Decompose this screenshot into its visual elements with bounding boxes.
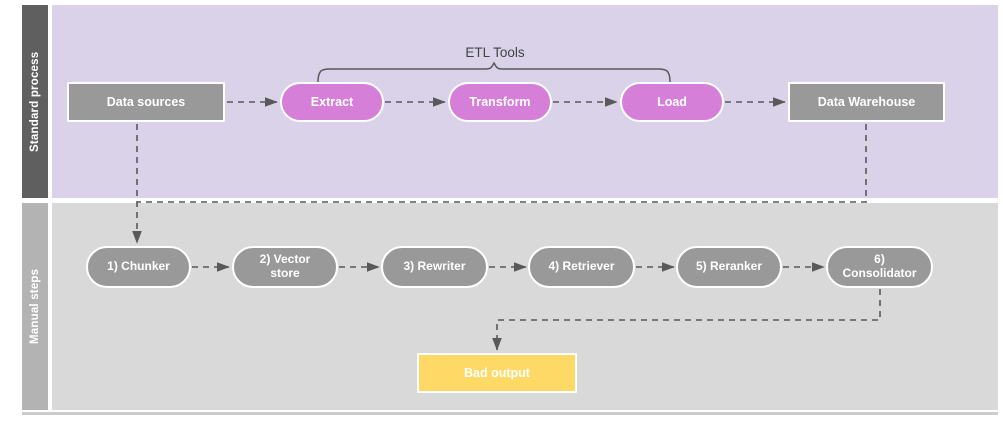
node-rewriter[interactable]: 3) Rewriter (381, 246, 488, 288)
node-load[interactable]: Load (620, 82, 724, 122)
node-reranker[interactable]: 5) Reranker (676, 246, 782, 288)
node-chunker[interactable]: 1) Chunker (86, 246, 191, 288)
node-consolidator[interactable]: 6) Consolidator (826, 246, 933, 288)
bottom-divider (22, 412, 998, 415)
node-retriever[interactable]: 4) Retriever (528, 246, 635, 288)
etl-tools-label: ETL Tools (465, 45, 525, 60)
node-vector-store[interactable]: 2) Vector store (232, 246, 338, 288)
node-extract[interactable]: Extract (280, 82, 384, 122)
node-bad-output[interactable]: Bad output (417, 353, 577, 393)
lane-label-standard-process: Standard process (22, 5, 48, 198)
node-data-warehouse[interactable]: Data Warehouse (788, 82, 945, 122)
node-data-sources[interactable]: Data sources (67, 82, 225, 122)
node-transform[interactable]: Transform (448, 82, 552, 122)
lane-label-manual-steps: Manual steps (22, 203, 48, 410)
